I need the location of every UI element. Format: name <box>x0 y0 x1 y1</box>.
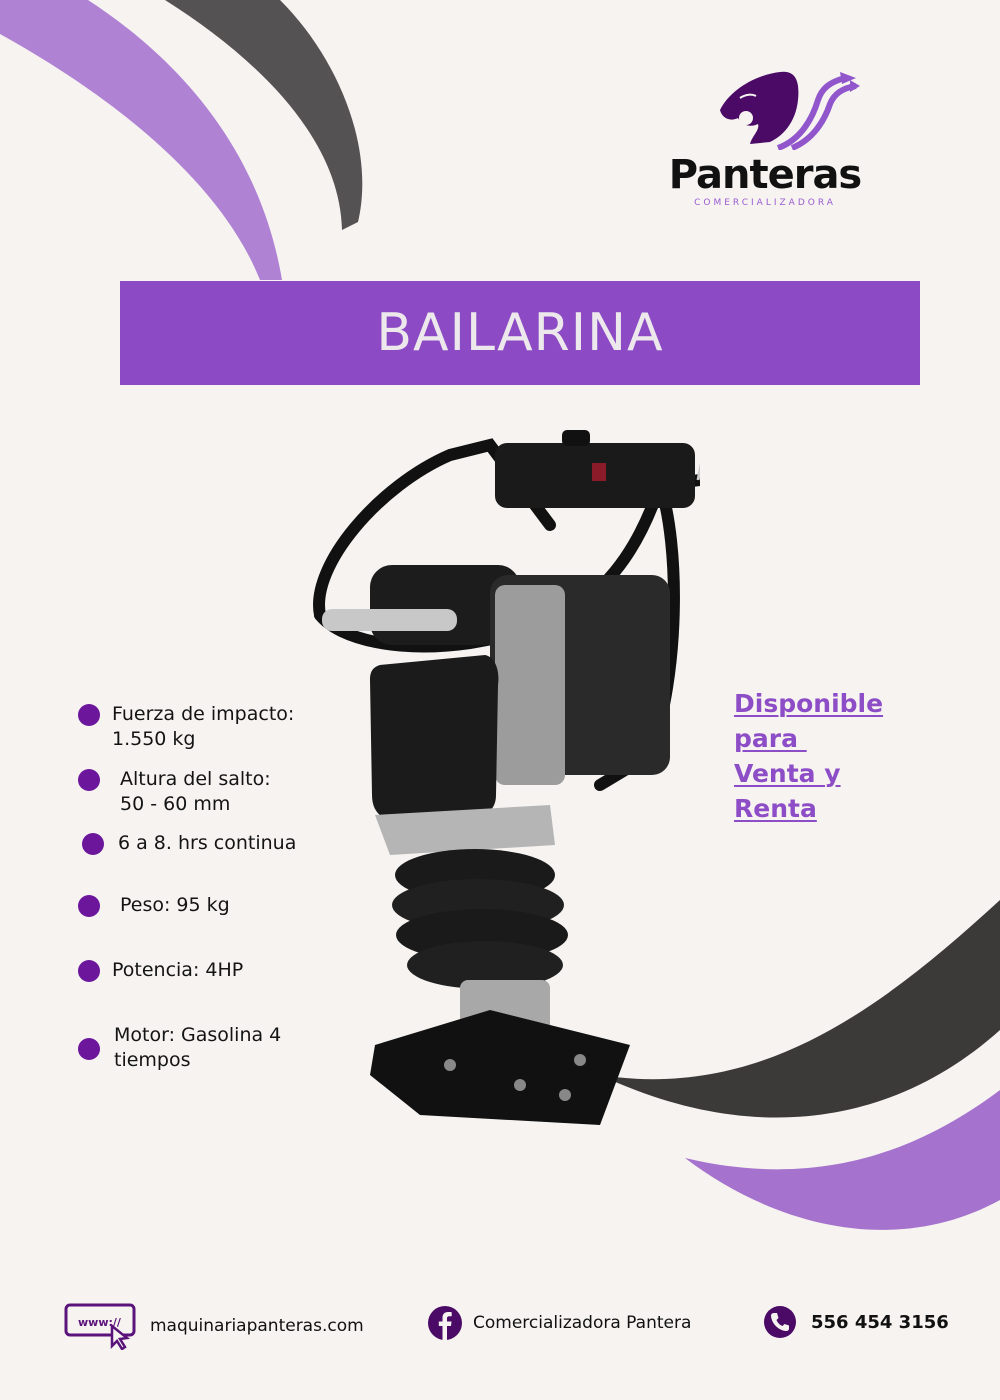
spec-item-continuous-hours: 6 a 8. hrs continua <box>82 831 296 856</box>
availability-line[interactable]: para <box>734 724 807 753</box>
footer-website[interactable]: www:// maquinariapanteras.com <box>64 1302 364 1350</box>
spec-line: 1.550 kg <box>112 728 196 750</box>
availability-line[interactable]: Disponible <box>734 689 884 718</box>
spec-text: Motor: Gasolina 4 tiempos <box>114 1023 281 1073</box>
swoosh-top-dark <box>165 0 363 230</box>
spec-line: Fuerza de impacto: <box>112 703 295 725</box>
spec-line: 50 - 60 mm <box>120 793 231 815</box>
spec-item-power: Potencia: 4HP <box>78 958 243 983</box>
availability-link[interactable]: Disponible para Venta y Renta <box>734 686 934 826</box>
swoosh-top-purple <box>0 0 282 280</box>
brand-name: Panteras <box>668 152 863 198</box>
spec-item-weight: Peso: 95 kg <box>78 893 230 918</box>
phone-number[interactable]: 556 454 3156 <box>811 1311 949 1333</box>
page-title: BAILARINA <box>376 303 664 363</box>
spec-text: Altura del salto: 50 - 60 mm <box>120 767 271 817</box>
bullet-icon <box>82 833 104 855</box>
spec-text: Peso: 95 kg <box>120 894 230 916</box>
spec-text: Potencia: 4HP <box>112 959 244 981</box>
svg-text:www://: www:// <box>78 1316 122 1329</box>
spec-line: Altura del salto: <box>120 768 271 790</box>
availability-line[interactable]: Renta <box>734 794 817 823</box>
panther-head-with-arrows-icon <box>720 71 860 150</box>
facebook-link[interactable]: Comercializadora Pantera <box>473 1313 692 1333</box>
bullet-icon <box>78 769 100 791</box>
bullet-icon <box>78 1038 100 1060</box>
title-banner: BAILARINA <box>120 281 920 385</box>
spec-item-motor: Motor: Gasolina 4 tiempos <box>78 1023 281 1073</box>
brand-subtitle: COMERCIALIZADORA <box>694 198 836 208</box>
spec-line: tiempos <box>114 1049 191 1071</box>
footer-phone[interactable]: 556 454 3156 <box>763 1305 949 1339</box>
swoosh-bottom-dark <box>600 900 1000 1118</box>
bullet-icon <box>78 704 100 726</box>
phone-icon <box>764 1306 796 1338</box>
facebook-icon <box>428 1306 462 1340</box>
swoosh-bottom-purple <box>685 1090 1000 1230</box>
bullet-icon <box>78 895 100 917</box>
brand-logo: Panteras COMERCIALIZADORA <box>660 70 880 220</box>
spec-line: Motor: Gasolina 4 <box>114 1024 282 1046</box>
product-image-tamping-rammer <box>313 430 700 1125</box>
www-cursor-icon: www:// <box>64 1303 136 1350</box>
bullet-icon <box>78 960 100 982</box>
spec-text: Fuerza de impacto: 1.550 kg <box>112 702 294 752</box>
spec-item-impact-force: Fuerza de impacto: 1.550 kg <box>78 702 294 752</box>
website-link[interactable]: maquinariapanteras.com <box>150 1316 364 1336</box>
spec-text: 6 a 8. hrs continua <box>118 832 297 854</box>
availability-line[interactable]: Venta y <box>734 759 841 788</box>
footer-facebook[interactable]: Comercializadora Pantera <box>427 1305 691 1341</box>
spec-item-jump-height: Altura del salto: 50 - 60 mm <box>78 767 271 817</box>
